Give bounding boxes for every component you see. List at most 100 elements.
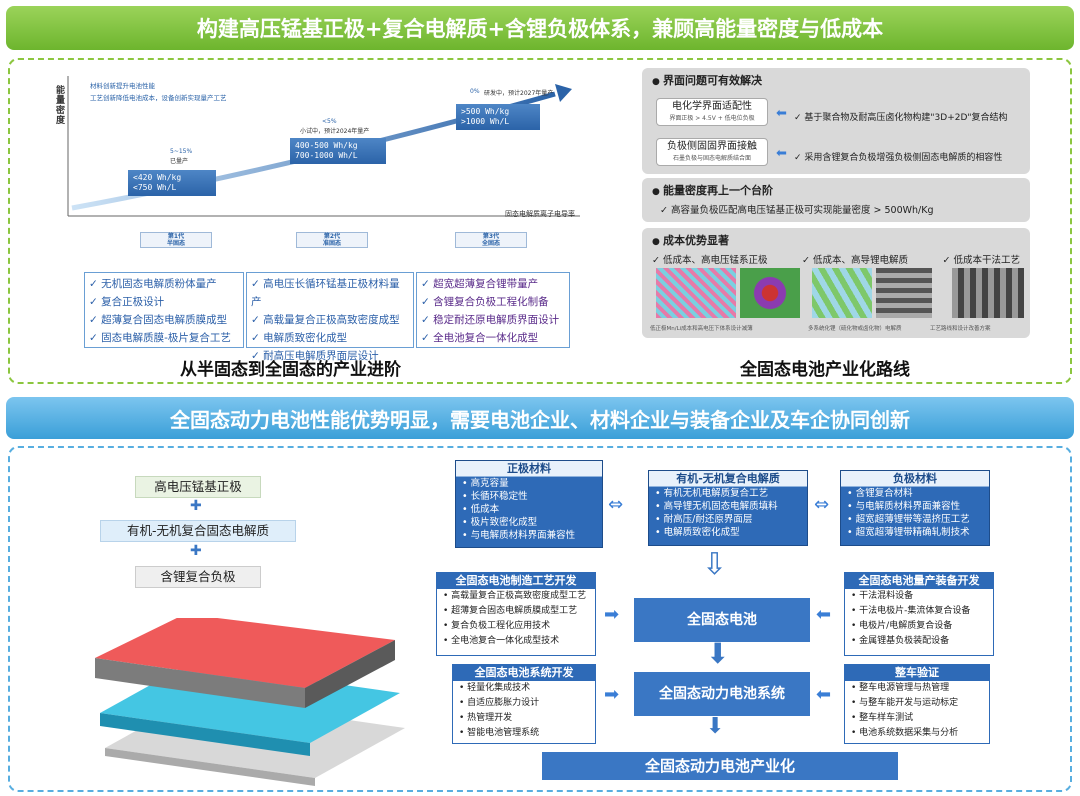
cost-caption-3: 工艺路线和设计改善方案 [930, 326, 991, 332]
list-item: 超薄复合固态电解质膜成型工艺 [437, 604, 595, 619]
gen3-tag: 0% [470, 88, 480, 95]
list-item: 超宽超薄锂带等温挤压工艺 [841, 513, 989, 526]
list-item: 与整车能开发与运动标定 [845, 696, 989, 711]
list-item: 电池系统数据采集与分析 [845, 726, 989, 741]
card-title: 全固态电池制造工艺开发 [437, 573, 595, 589]
list-item: 热管理开发 [453, 711, 595, 726]
equipment-card: 全固态电池量产装备开发 干法混料设备 干法电极片-集流体复合设备 电极片/电解质… [844, 572, 994, 656]
solution-2: ✓ 采用含锂复合负极增强负极侧固态电解质的相容性 [794, 153, 1003, 163]
list-item: 高导锂无机固态电解质填料 [649, 500, 807, 513]
list-item: 复合负极工程化应用技术 [437, 619, 595, 634]
cost-caption-2: 多系统化锂（硫化物或卤化物）电解质 [808, 326, 902, 332]
anode-contact-box: 负极侧固固界面接触石墨负极与固态电解质结合面 [656, 138, 768, 166]
x-axis-label: 固态电解质离子电导率 [505, 210, 575, 218]
down-arrow-icon: ⬇ [706, 714, 725, 739]
list-item: 复合正极设计 [89, 293, 239, 311]
list-item: 耐高压电解质界面层设计 [251, 347, 409, 365]
gen3-label: 第3代全固态 [455, 232, 527, 248]
card-title: 全固态电池系统开发 [453, 665, 595, 681]
anode-material-card: 负极材料 含锂复合材料 与电解质材料界面兼容性 超宽超薄锂带等温挤压工艺 超宽超… [840, 470, 990, 546]
solution-1: ✓ 基于聚合物及耐高压卤化物构建"3D+2D"复合结构 [794, 113, 1008, 123]
list-item: 极片致密化成型 [456, 516, 602, 529]
list-item: 有机无机电解质复合工艺 [649, 487, 807, 500]
industrialization-node: 全固态动力电池产业化 [542, 752, 898, 780]
list-item: 与电解质材料界面兼容性 [456, 529, 602, 542]
cost-item: ✓ 低成本、高电压锰系正极 [652, 255, 768, 266]
list-item: 整车电源管理与热管理 [845, 681, 989, 696]
process-card: 全固态电池制造工艺开发 高载量复合正极高致密度成型工艺 超薄复合固态电解质膜成型… [436, 572, 596, 656]
down-arrow-icon: ⇩ [702, 547, 728, 582]
gen1-checklist: 无机固态电解质粉体量产 复合正极设计 超薄复合固态电解质膜成型 固态电解质膜-极… [84, 272, 244, 348]
list-item: 高载量复合正极高致密度成型工艺 [437, 589, 595, 604]
left-caption: 从半固态到全固态的产业进阶 [180, 360, 401, 380]
list-item: 高载量复合正极高致密度成型 [251, 311, 409, 329]
cost-item: ✓ 低成本干法工艺 [942, 255, 1021, 266]
energy-panel: 能量密度再上一个台阶 ✓ 高容量负极匹配高电压锰基正极可实现能量密度 > 500… [642, 178, 1030, 222]
vehicle-card: 整车验证 整车电源管理与热管理 与整车能开发与运动标定 整车样车测试 电池系统数… [844, 664, 990, 744]
list-item: 全电池复合一体化成型 [421, 329, 565, 347]
gen1-spec: <420 Wh/kg<750 Wh/L [128, 170, 216, 196]
cost-caption-1: 低正极Mn/Li成本和高电压下体系设计减薄 [650, 326, 753, 332]
top-frame [8, 58, 1072, 384]
gen1-label: 第1代半固态 [140, 232, 212, 248]
plus-icon: ✚ [190, 543, 202, 559]
list-item: 超宽超薄锂带精确轧制技术 [841, 526, 989, 539]
gen3-note: 研发中，预计2027年量产 [484, 90, 554, 97]
list-item: 超薄复合固态电解质膜成型 [89, 311, 239, 329]
list-item: 低成本 [456, 503, 602, 516]
battery-system-node: 全固态动力电池系统 [634, 672, 810, 716]
gen3-spec: >500 Wh/kg>1000 Wh/L [456, 104, 540, 130]
arrow-left-icon: ⬅ [816, 684, 832, 705]
arrow-left-icon: ⬅ [816, 604, 832, 625]
list-item: 干法电极片-集流体复合设备 [845, 604, 993, 619]
list-item: 含锂复合负极工程化制备 [421, 293, 565, 311]
cathode-material-card: 正极材料 高克容量 长循环稳定性 低成本 极片致密化成型 与电解质材料界面兼容性 [455, 460, 603, 548]
gen2-tag: <5% [322, 118, 337, 125]
gen1-tag: 5~15% [170, 148, 193, 155]
legend-2: 工艺创新降低电池成本，设备创新实现量产工艺 [90, 94, 227, 102]
list-item: 智能电池管理系统 [453, 726, 595, 741]
gen2-checklist: 高电压长循环锰基正极材料量产 高载量复合正极高致密度成型 电解质致密化成型 耐高… [246, 272, 414, 362]
gen1-note: 已量产 [170, 158, 189, 165]
card-title: 整车验证 [845, 665, 989, 681]
crystal-image-2 [740, 268, 800, 318]
chip-anode: 含锂复合负极 [135, 566, 261, 588]
double-arrow-icon: ⇔ [814, 494, 830, 515]
electrolyte-material-card: 有机-无机复合电解质 有机无机电解质复合工艺 高导锂无机固态电解质填料 耐高压/… [648, 470, 808, 546]
crystal-image-3 [812, 268, 872, 318]
list-item: 轻量化集成技术 [453, 681, 595, 696]
list-item: 高电压长循环锰基正极材料量产 [251, 275, 409, 311]
arrow-left-icon: ⬅ [776, 106, 787, 121]
cost-items: ✓ 低成本、高电压锰系正极 ✓ 低成本、高导锂电解质 ✓ 低成本干法工艺 [652, 252, 1020, 266]
y-axis-label: 能量密度 [56, 86, 66, 126]
trend-arrowhead [555, 84, 572, 102]
battery-layers-illustration [95, 618, 405, 786]
card-title: 有机-无机复合电解质 [649, 471, 807, 487]
card-title: 正极材料 [456, 461, 602, 477]
list-item: 无机固态电解质粉体量产 [89, 275, 239, 293]
crystal-image-1 [656, 268, 736, 318]
system-card: 全固态电池系统开发 轻量化集成技术 自适应膨胀力设计 热管理开发 智能电池管理系… [452, 664, 596, 744]
list-item: 整车样车测试 [845, 711, 989, 726]
list-item: 高克容量 [456, 477, 602, 490]
energy-text: ✓ 高容量负极匹配高电压锰基正极可实现能量密度 > 500Wh/Kg [660, 205, 934, 216]
bottom-frame [8, 446, 1072, 792]
list-item: 稳定耐还原电解质界面设计 [421, 311, 565, 329]
list-item: 与电解质材料界面兼容性 [841, 500, 989, 513]
mid-banner: 全固态动力电池性能优势明显，需要电池企业、材料企业与装备企业及车企协同创新 [6, 397, 1074, 439]
panel2-title: 能量密度再上一个台阶 [652, 182, 1020, 198]
list-item: 干法混料设备 [845, 589, 993, 604]
chip-electrolyte: 有机-无机复合固态电解质 [100, 520, 296, 542]
list-item: 自适应膨胀力设计 [453, 696, 595, 711]
down-arrow-icon: ⬇ [706, 637, 730, 670]
electrochem-box: 电化学界面适配性界面正极 > 4.5V + 低电位负极 [656, 98, 768, 126]
list-item: 电解质致密化成型 [251, 329, 409, 347]
double-arrow-icon: ⇔ [608, 494, 624, 515]
machine-image-2 [952, 268, 1024, 318]
list-item: 含锂复合材料 [841, 487, 989, 500]
cost-item: ✓ 低成本、高导锂电解质 [802, 255, 908, 266]
right-caption: 全固态电池产业化路线 [740, 360, 910, 380]
list-item: 全电池复合一体化成型技术 [437, 634, 595, 649]
list-item: 耐高压/耐还原界面层 [649, 513, 807, 526]
